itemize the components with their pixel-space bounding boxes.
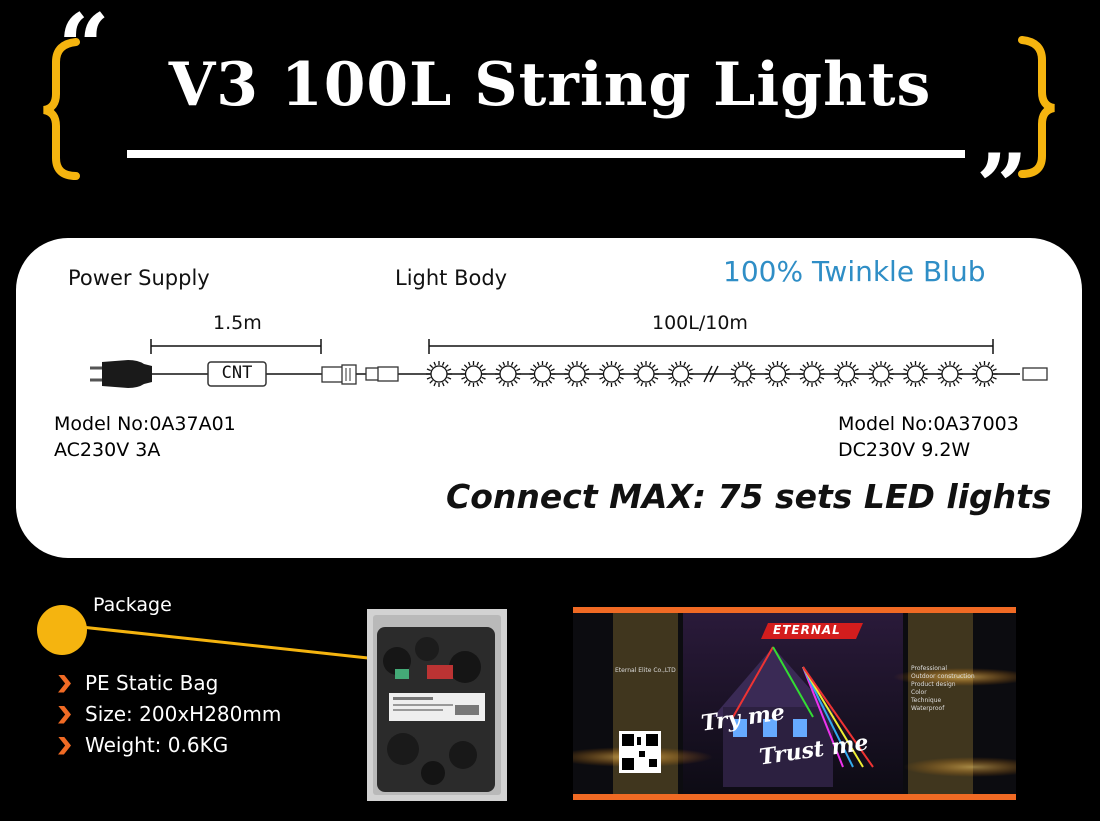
bulb-icon: [730, 361, 756, 387]
package-item-label: PE Static Bag: [85, 671, 219, 695]
twinkle-bulb-label: 100% Twinkle Blub: [723, 255, 986, 288]
break-mark: [703, 365, 719, 383]
brand-logo: ETERNAL: [773, 623, 841, 637]
banner-check: Waterproof: [911, 705, 945, 712]
banner-features: Professional Outdoor construction Produc…: [911, 665, 975, 713]
right-model-number: Model No:0A37003: [838, 413, 1019, 435]
light-body-label: Light Body: [395, 266, 508, 290]
left-model-number: Model No:0A37A01: [54, 413, 236, 435]
bulb-row: [426, 361, 694, 387]
bulb-row: [730, 361, 998, 387]
package-item-label: Weight: 0.6KG: [85, 733, 229, 757]
bulb-icon: [495, 361, 521, 387]
end-cap-icon: [1022, 367, 1048, 381]
wiring-diagram: [90, 339, 1048, 388]
controller-label: CNT: [221, 363, 253, 383]
bulb-icon: [667, 361, 694, 387]
plug-icon: [90, 360, 152, 388]
left-bracket-icon: [43, 38, 80, 180]
banner-feature: Outdoor construction: [911, 673, 975, 680]
list-item: Weight: 0.6KG: [58, 730, 281, 761]
banner-company: Eternal Elite Co.,LTD: [615, 667, 676, 674]
banner-check: Technique: [911, 697, 942, 704]
power-supply-label: Power Supply: [68, 266, 210, 290]
connect-max-text: Connect MAX: 75 sets LED lights: [446, 477, 1052, 516]
title-underline: [127, 150, 965, 158]
package-list: PE Static Bag Size: 200xH280mm Weight: 0…: [58, 668, 281, 761]
chevron-right-icon: [58, 736, 71, 755]
packaging-banner: ETERNAL Try me Trust me Eternal Elite Co…: [553, 607, 1043, 800]
banner-feature: Product design: [911, 681, 956, 688]
chevron-right-icon: [58, 705, 71, 724]
bulb-icon: [868, 361, 894, 387]
bulb-icon: [833, 361, 860, 387]
left-power-spec: AC230V 3A: [54, 439, 161, 461]
bulb-icon: [598, 361, 625, 387]
bulb-icon: [529, 361, 556, 387]
right-power-spec: DC230V 9.2W: [838, 439, 971, 461]
bulb-icon: [764, 361, 791, 387]
bulb-icon: [902, 361, 929, 387]
banner-check: Color: [911, 689, 927, 696]
bulb-icon: [564, 361, 590, 387]
connector-icon: [321, 364, 399, 385]
bulb-icon: [937, 361, 963, 387]
list-item: Size: 200xH280mm: [58, 699, 281, 730]
yellow-dot-icon: [37, 605, 87, 655]
pe-bag-photo: [367, 609, 507, 801]
banner-feature: Professional: [911, 665, 948, 672]
page-title: V3 100L String Lights: [168, 50, 932, 120]
bulb-icon: [799, 361, 825, 387]
cable-dimension-line: [150, 339, 322, 354]
bulb-icon: [971, 361, 998, 387]
bulb-icon: [426, 361, 452, 387]
close-quote-icon: ”: [976, 134, 1028, 240]
left-model-block: Model No:0A37A01 AC230V 3A: [54, 411, 236, 463]
package-item-label: Size: 200xH280mm: [85, 702, 282, 726]
list-item: PE Static Bag: [58, 668, 281, 699]
package-title: Package: [93, 594, 172, 616]
bulb-icon: [633, 361, 659, 387]
open-quote-icon: “: [58, 0, 110, 100]
string-dimension-line: [428, 339, 994, 354]
right-model-block: Model No:0A37003 DC230V 9.2W: [838, 411, 1019, 463]
chevron-right-icon: [58, 674, 71, 693]
package-pointer: [37, 605, 369, 660]
bulb-icon: [460, 361, 487, 387]
string-spec-label: 100L/10m: [652, 312, 748, 334]
cable-length-label: 1.5m: [213, 312, 262, 334]
right-bracket-icon: [1018, 36, 1055, 178]
spec-card: [16, 238, 1082, 558]
